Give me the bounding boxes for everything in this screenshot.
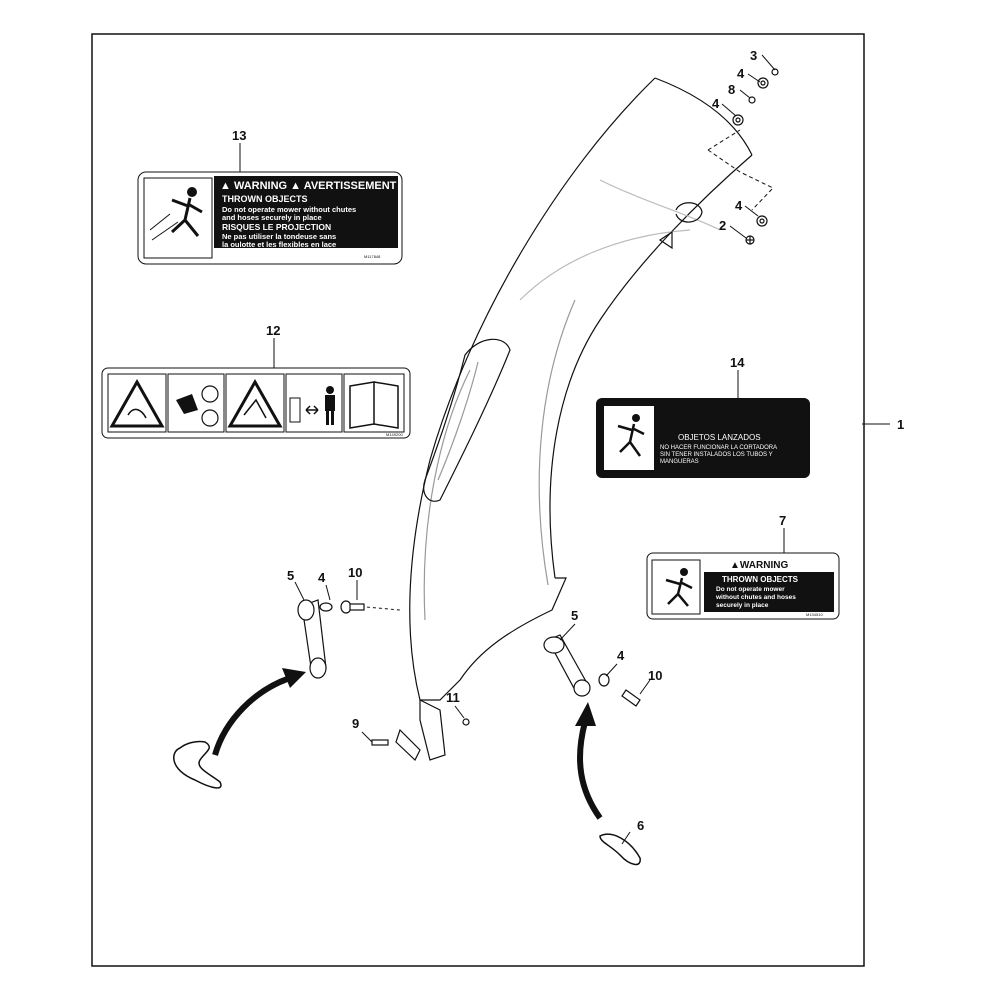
callout-2: 2 <box>719 218 726 233</box>
link-left <box>297 599 365 679</box>
callout-4a: 4 <box>737 66 745 81</box>
decal-14: OBJETOS LANZADOS NO HACER FUNCIONAR LA C… <box>596 398 810 478</box>
leader-lines <box>239 54 890 845</box>
decal-14-line1: OBJETOS LANZADOS <box>678 433 761 442</box>
decal-12-code: M149200 <box>386 432 403 437</box>
decal-7-code: M134510 <box>806 612 823 617</box>
decal-7-line2: Do not operate mower <box>716 586 785 593</box>
callout-4d: 4 <box>318 570 326 585</box>
callout-10a: 10 <box>348 565 362 580</box>
callouts: 1 3 4 8 4 4 2 13 12 14 7 5 4 10 5 4 10 1… <box>232 48 904 833</box>
callout-5a: 5 <box>287 568 294 583</box>
callout-1: 1 <box>897 417 904 432</box>
decal-14-line2: NO HACER FUNCIONAR LA CORTADORA <box>660 445 777 451</box>
callout-4c: 4 <box>735 198 743 213</box>
callout-4e: 4 <box>617 648 625 663</box>
decal-13: ▲ WARNING ▲ AVERTISSEMENT THROWN OBJECTS… <box>137 171 403 265</box>
callout-5b: 5 <box>571 608 578 623</box>
decal-12: M149200 <box>101 367 411 439</box>
decal-13-line4: RISQUES LE PROJECTION <box>222 222 331 232</box>
decal-7-line4: securely in place <box>716 602 769 609</box>
decal-14-line4: MANGUERAS <box>660 459 699 465</box>
hardware-bracket <box>371 718 470 761</box>
callout-14: 14 <box>730 355 745 370</box>
decal-13-line5: Ne pas utiliser la tondeuse sans <box>222 232 336 241</box>
callout-11: 11 <box>446 690 460 705</box>
link-right <box>543 634 641 707</box>
callout-3: 3 <box>750 48 757 63</box>
decal-13-line6: la oulotte et les flexibles en lace <box>222 240 336 249</box>
decal-13-line2: Do not operate mower without chutes <box>222 205 356 214</box>
callout-9: 9 <box>352 716 359 731</box>
hardware-top <box>732 68 779 245</box>
decal-14-line3: SIN TENER INSTALADOS LOS TUBOS Y <box>660 452 773 458</box>
decal-13-header: ▲ WARNING ▲ AVERTISSEMENT <box>220 180 397 192</box>
discharge-chute <box>409 77 753 761</box>
hairpin-right <box>599 833 641 866</box>
decal-7-header: ▲WARNING <box>730 560 788 571</box>
arrow-left-head <box>282 668 306 688</box>
decal-7-line1: THROWN OBJECTS <box>722 575 799 584</box>
callout-7: 7 <box>779 513 786 528</box>
callout-8: 8 <box>728 82 735 97</box>
decal-7-line3: without chutes and hoses <box>715 594 796 601</box>
decal-13-line1: THROWN OBJECTS <box>222 194 308 204</box>
callout-13: 13 <box>232 128 246 143</box>
callout-6: 6 <box>637 818 644 833</box>
arrow-right-head <box>575 702 596 726</box>
decal-13-code: M117848 <box>364 254 381 259</box>
arrow-right <box>577 721 603 820</box>
decal-13-line3: and hoses securely in place <box>222 213 322 222</box>
callout-4b: 4 <box>712 96 720 111</box>
decal-7: ▲WARNING THROWN OBJECTS Do not operate m… <box>646 552 840 620</box>
hairpin-left <box>173 740 222 789</box>
arrow-left <box>212 675 291 756</box>
callout-10b: 10 <box>648 668 662 683</box>
callout-12: 12 <box>266 323 280 338</box>
